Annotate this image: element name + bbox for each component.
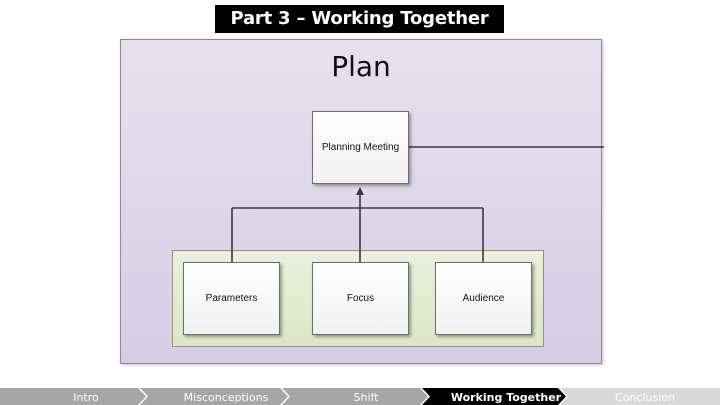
nav-segment-misconceptions[interactable] [140,388,288,405]
node-audience-label: Audience [462,293,505,304]
node-audience: Audience [435,262,532,335]
node-planning-meeting-label: Planning Meeting [321,142,400,153]
nav-item-working-together[interactable]: Working Together [450,391,562,404]
nav-item-misconceptions[interactable]: Misconceptions [183,391,269,404]
nav-segment-intro[interactable] [0,388,146,405]
node-planning-meeting: Planning Meeting [312,111,409,184]
nav-segment-shift[interactable] [282,388,428,405]
nav-item-conclusion[interactable]: Conclusion [615,391,675,404]
nav-segment-conclusion[interactable] [560,388,720,405]
page-title: Part 3 – Working Together [215,5,504,33]
diagram-title: Plan [331,50,391,83]
section-nav-bar: Intro Misconceptions Shift Working Toget… [0,388,720,405]
nav-item-intro[interactable]: Intro [73,391,99,404]
nav-item-shift[interactable]: Shift [353,391,379,404]
node-focus: Focus [312,262,409,335]
node-focus-label: Focus [346,293,375,304]
nav-segment-working-together[interactable] [422,388,566,405]
section-nav-background [0,388,720,405]
node-parameters: Parameters [183,262,280,335]
node-parameters-label: Parameters [205,293,258,304]
